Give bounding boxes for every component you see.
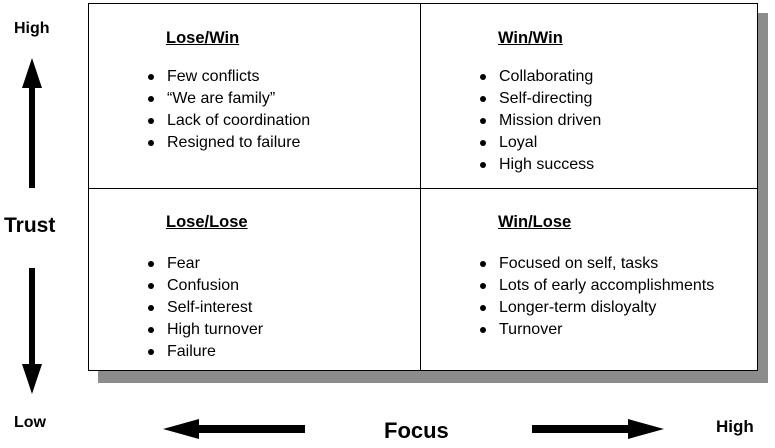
- list-item-text: Confusion: [167, 277, 240, 294]
- bullet-icon: [480, 162, 486, 168]
- quadrant-title: Lose/Win: [166, 29, 240, 47]
- list-item: Self-interest: [148, 297, 412, 319]
- list-item-text: Failure: [167, 343, 216, 360]
- focus-axis-title: Focus: [384, 418, 449, 443]
- trust-low-label: Low: [14, 414, 46, 431]
- bullet-icon: [148, 140, 154, 146]
- list-item-text: High turnover: [167, 321, 264, 338]
- list-item-text: Longer-term disloyalty: [499, 299, 657, 316]
- bullet-icon: [480, 118, 486, 124]
- bullet-icon: [148, 305, 154, 311]
- bullet-icon: [480, 283, 486, 289]
- bullet-icon: [148, 283, 154, 289]
- bullet-icon: [148, 261, 154, 267]
- list-item-text: High success: [499, 156, 595, 173]
- quadrant-matrix: Lose/Win Few conflicts “We are family” Lac…: [88, 3, 758, 371]
- arrow-down-icon: [22, 268, 42, 394]
- list-item-text: Collaborating: [499, 68, 594, 85]
- list-item-text: Mission driven: [499, 112, 602, 129]
- list-item-text: Few conflicts: [167, 68, 260, 85]
- list-item: High turnover: [148, 319, 412, 341]
- list-item: Lack of coordination: [148, 110, 412, 132]
- list-item: Turnover: [480, 319, 744, 341]
- list-item: Few conflicts: [148, 66, 412, 88]
- arrow-left-icon: [163, 419, 305, 439]
- list-item: Failure: [148, 341, 412, 363]
- list-item: Focused on self, tasks: [480, 253, 744, 275]
- bullet-icon: [480, 96, 486, 102]
- quadrant-title: Win/Win: [498, 29, 563, 47]
- list-item: Loyal: [480, 132, 744, 154]
- bullet-icon: [148, 349, 154, 355]
- arrow-up-icon: [22, 58, 42, 188]
- bullet-icon: [148, 74, 154, 80]
- list-item: High success: [480, 154, 744, 176]
- list-item: Self-directing: [480, 88, 744, 110]
- list-item-text: “We are family”: [167, 90, 276, 107]
- quadrant-lose-win: Lose/Win Few conflicts “We are family” Lac…: [89, 4, 419, 187]
- list-item-text: Focused on self, tasks: [499, 255, 659, 272]
- horizontal-divider: [89, 188, 757, 189]
- bullet-icon: [480, 261, 486, 267]
- list-item-text: Self-interest: [167, 299, 253, 316]
- list-item: Longer-term disloyalty: [480, 297, 744, 319]
- bullet-icon: [480, 74, 486, 80]
- list-item-text: Lack of coordination: [167, 112, 311, 129]
- list-item: Collaborating: [480, 66, 744, 88]
- vertical-divider: [420, 4, 421, 370]
- quadrant-list: Few conflicts “We are family” Lack of coor…: [148, 66, 412, 154]
- trust-axis-title: Trust: [4, 214, 56, 237]
- list-item-text: Loyal: [499, 134, 538, 151]
- bullet-icon: [148, 96, 154, 102]
- bullet-icon: [480, 140, 486, 146]
- bullet-icon: [480, 327, 486, 333]
- trust-high-label: High: [14, 20, 50, 37]
- arrow-right-icon: [532, 419, 664, 439]
- bullet-icon: [480, 305, 486, 311]
- list-item-text: Fear: [167, 255, 200, 272]
- list-item: Lots of early accomplishments: [480, 275, 744, 297]
- bullet-icon: [148, 118, 154, 124]
- list-item: Mission driven: [480, 110, 744, 132]
- list-item-text: Lots of early accomplishments: [499, 277, 715, 294]
- list-item-text: Resigned to failure: [167, 134, 301, 151]
- quadrant-title: Lose/Lose: [166, 213, 248, 231]
- list-item: Fear: [148, 253, 412, 275]
- list-item-text: Self-directing: [499, 90, 593, 107]
- list-item-text: Turnover: [499, 321, 563, 338]
- quadrant-title: Win/Lose: [498, 213, 572, 231]
- list-item: Resigned to failure: [148, 132, 412, 154]
- list-item: Confusion: [148, 275, 412, 297]
- list-item: “We are family”: [148, 88, 412, 110]
- focus-high-label: High: [716, 417, 754, 436]
- bullet-icon: [148, 327, 154, 333]
